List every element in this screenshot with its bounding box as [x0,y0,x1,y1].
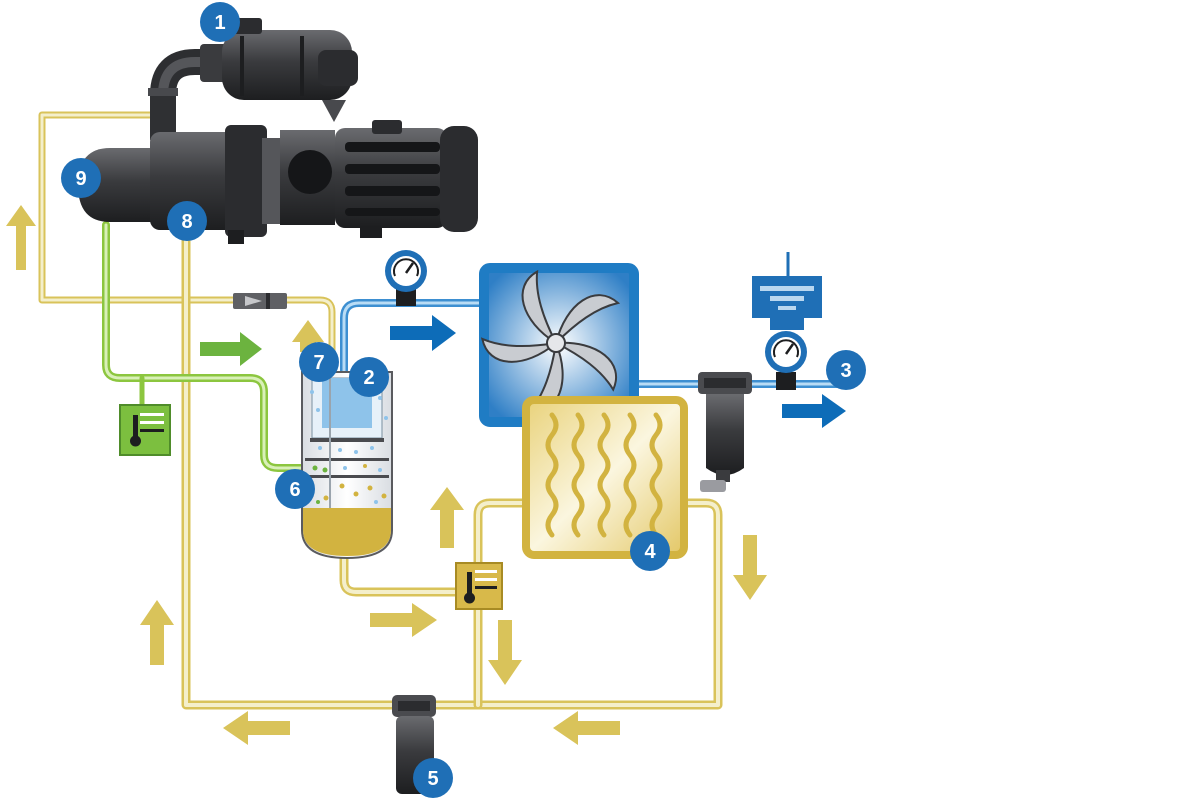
arrow-right-green [200,332,262,366]
svg-text:4: 4 [644,541,656,563]
oil-circuit [38,111,723,710]
badge-2[interactable]: 2 [349,357,389,397]
svg-text:3: 3 [840,360,851,382]
thermostat-icon [119,404,171,456]
line-filter-icon [698,372,752,492]
svg-text:8: 8 [181,211,192,233]
badge-5[interactable]: 5 [413,758,453,798]
oil-line-tank-to-thermostat [339,550,463,597]
svg-text:2: 2 [363,367,374,389]
pressure-gauge-outlet-icon [765,331,807,390]
arrow-up-oilline [140,600,174,665]
oil-cooler-icon [522,396,688,559]
arrow-left-bottom-2 [553,711,620,745]
svg-text:7: 7 [313,352,324,374]
air-filter-icon [150,18,358,130]
thermostat-oil-icon [455,562,503,610]
oil-line-to-cooler [473,498,531,570]
arrow-right-air-2 [782,394,846,428]
badge-6[interactable]: 6 [275,469,315,509]
svg-text:9: 9 [75,168,86,190]
flow-arrows [6,205,846,745]
badge-8[interactable]: 8 [167,201,207,241]
badge-1[interactable]: 1 [200,2,240,42]
badge-7[interactable]: 7 [299,342,339,382]
arrow-right-air-1 [390,315,456,351]
badge-3[interactable]: 3 [826,350,866,390]
svg-text:6: 6 [289,479,300,501]
check-valve-icon [233,293,287,309]
badges: 1 2 3 4 5 6 7 8 9 [61,2,866,798]
motor-icon [280,120,478,238]
separator-tank-icon [301,370,393,560]
badge-9[interactable]: 9 [61,158,101,198]
arrow-down-right [733,535,767,600]
arrow-down-bypass [488,620,522,685]
badge-4[interactable]: 4 [630,531,670,571]
arrow-up-thermostat [430,487,464,548]
pressure-gauge-icon [385,250,427,306]
svg-text:1: 1 [214,12,225,34]
arrow-left-bottom-1 [223,711,290,745]
arrow-up-left [6,205,36,270]
scavenge-line [102,221,334,472]
arrow-right-bottom [370,603,437,637]
controller-icon [752,252,822,330]
svg-text:5: 5 [427,768,438,790]
